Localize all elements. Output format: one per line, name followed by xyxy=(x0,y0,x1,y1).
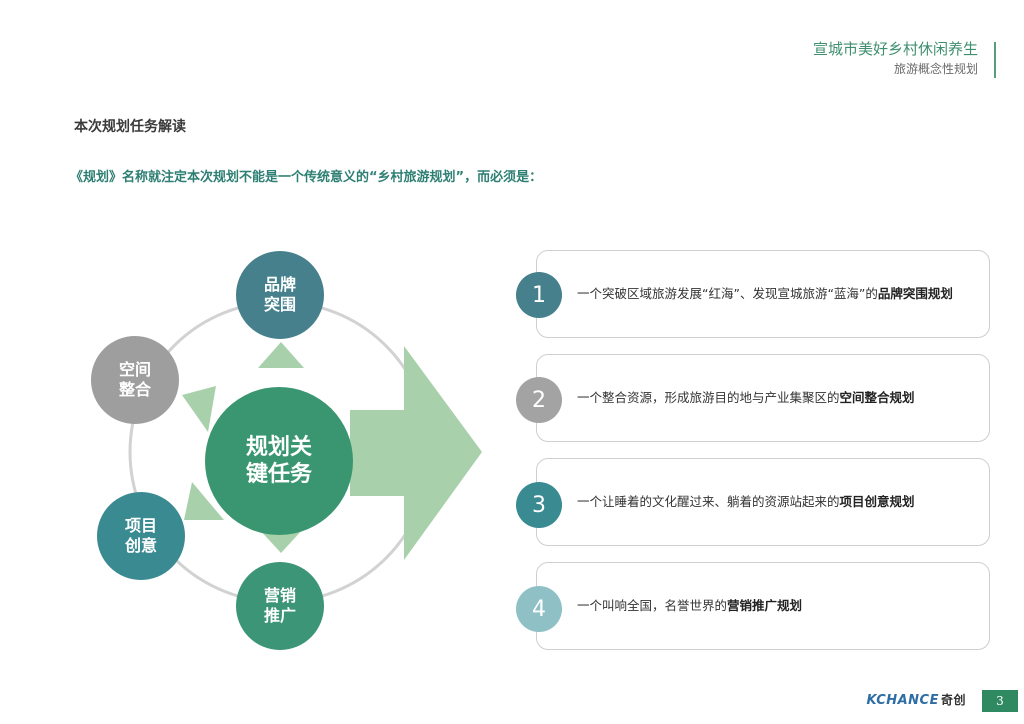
small-arrow-left-bottom xyxy=(184,482,224,520)
node-space-line2: 整合 xyxy=(118,380,151,399)
item-number-badge: 4 xyxy=(516,586,562,632)
small-arrow-left xyxy=(182,386,216,432)
list-item: 一个突破区域旅游发展“红海”、发现宣城旅游“蓝海”的品牌突围规划 xyxy=(536,250,990,338)
list-item-text: 一个突破区域旅游发展“红海”、发现宣城旅游“蓝海”的品牌突围规划 xyxy=(577,286,953,301)
node-space-line1: 空间 xyxy=(118,360,151,379)
lead-text: 《规划》名称就注定本次规划不能是一个传统意义的“乡村旅游规划”，而必须是： xyxy=(70,170,543,185)
node-market-line2: 推广 xyxy=(263,606,296,625)
big-arrow xyxy=(350,346,482,560)
item-number-badge: 3 xyxy=(516,482,562,528)
header-title: 宣城市美好乡村休闲养生 xyxy=(812,40,978,58)
section-title: 本次规划任务解读 xyxy=(74,119,186,135)
header-subtitle: 旅游概念性规划 xyxy=(893,62,978,76)
node-brand: 品牌 突围 xyxy=(236,251,324,339)
node-market: 营销 推广 xyxy=(236,562,324,650)
node-project-line1: 项目 xyxy=(124,516,157,535)
list-item-text: 一个整合资源，形成旅游目的地与产业集聚区的空间整合规划 xyxy=(577,390,915,405)
list-item: 一个叫响全国，名誉世界的营销推广规划 xyxy=(536,562,990,650)
list-item: 一个整合资源，形成旅游目的地与产业集聚区的空间整合规划 xyxy=(536,354,990,442)
node-market-line1: 营销 xyxy=(263,586,296,605)
node-space: 空间 整合 xyxy=(91,336,179,424)
node-core-line1: 规划关 xyxy=(245,434,312,460)
brand-logo-en: KCHANCE xyxy=(866,693,939,708)
list-item: 一个让睡着的文化醒过来、躺着的资源站起来的项目创意规划 xyxy=(536,458,990,546)
item-number-badge: 1 xyxy=(516,272,562,318)
node-brand-line1: 品牌 xyxy=(263,275,296,294)
node-brand-line2: 突围 xyxy=(263,295,296,314)
list-item-text: 一个叫响全国，名誉世界的营销推广规划 xyxy=(577,598,803,613)
small-arrow-up xyxy=(258,342,304,368)
header-block: 宣城市美好乡村休闲养生 旅游概念性规划 xyxy=(813,38,988,78)
node-core-line2: 键任务 xyxy=(245,462,312,487)
node-project-line2: 创意 xyxy=(124,536,157,555)
brand-logo-cn: 奇创 xyxy=(940,693,966,707)
page-number: 3 xyxy=(982,690,1018,712)
node-core: 规划关 键任务 xyxy=(205,387,353,535)
list-item-text: 一个让睡着的文化醒过来、躺着的资源站起来的项目创意规划 xyxy=(577,494,915,509)
node-project: 项目 创意 xyxy=(97,492,185,580)
item-number-badge: 2 xyxy=(516,377,562,423)
header-divider xyxy=(994,42,996,78)
